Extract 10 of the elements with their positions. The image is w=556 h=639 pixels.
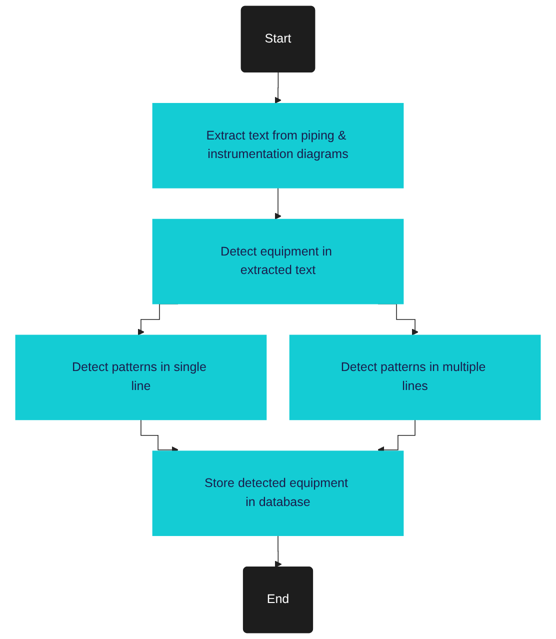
node-box: Extract text from piping & instrumentation diagrams <box>152 102 404 188</box>
arrow <box>274 72 282 104</box>
arrow <box>274 188 282 220</box>
node-box: Detect patterns in single line <box>15 334 267 420</box>
node-box: Store detected equipment in database <box>152 450 404 536</box>
arrow <box>377 419 416 454</box>
node-box: Detect equipment in extracted text <box>152 218 404 304</box>
arrow <box>140 419 179 454</box>
node-box: Detect patterns in multiple lines <box>289 334 541 420</box>
arrow <box>274 535 282 568</box>
